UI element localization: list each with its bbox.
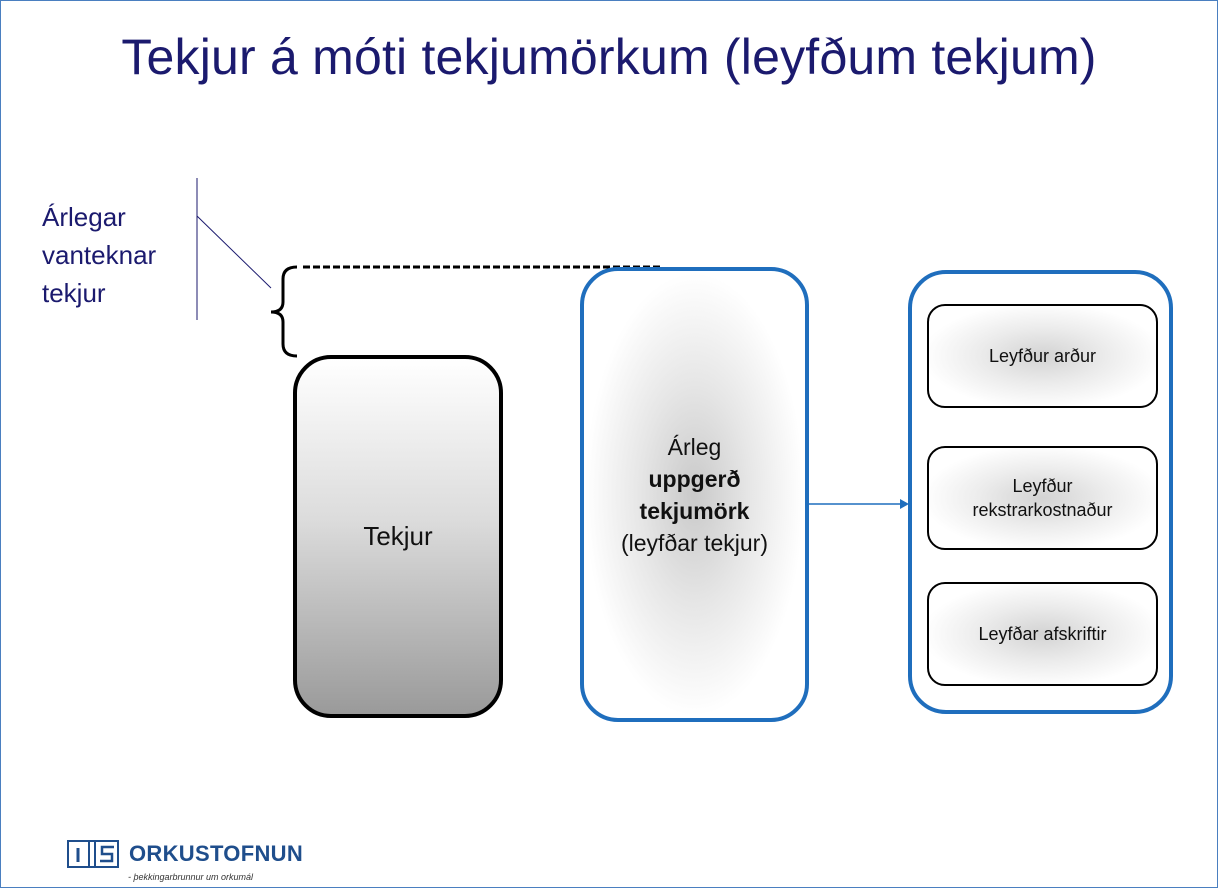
shortfall-brace	[270, 265, 298, 358]
orkustofnun-logo-icon	[67, 840, 119, 868]
allowed-depreciation-label: Leyfðar afskriftir	[978, 624, 1107, 644]
revenue-cap-line-3: tekjumörk	[639, 497, 750, 524]
annual-shortfall-line-1: Árlegar	[42, 202, 126, 232]
label-pointer-line	[196, 215, 272, 289]
allowed-return-label: Leyfður arður	[988, 346, 1097, 366]
arrow-head-icon	[900, 499, 909, 509]
logo-tagline: - þekkingarbrunnur um orkumál	[128, 872, 254, 882]
revenue-box: Tekjur	[293, 355, 503, 718]
annual-revenue-cap-box: Árleg uppgerð tekjumörk (leyfðar tekjur)	[580, 267, 809, 722]
revenue-cap-line-2: uppgerð	[648, 465, 741, 492]
allowed-operating-cost-box: Leyfður rekstrarkostnaður	[927, 446, 1158, 550]
annual-shortfall-line-3: tekjur	[42, 278, 106, 308]
revenue-cap-line-1: Árleg	[667, 433, 722, 460]
orkustofnun-logo-text: ORKUSTOFNUN	[129, 841, 304, 866]
allowed-operating-cost-line-1: Leyfður	[1012, 476, 1073, 496]
revenue-cap-line-4: (leyfðar tekjur)	[621, 529, 768, 556]
annual-shortfall-line-2: vanteknar	[42, 240, 157, 270]
orkustofnun-logo: ORKUSTOFNUN	[67, 840, 303, 868]
allowed-depreciation-box: Leyfðar afskriftir	[927, 582, 1158, 686]
slide-title: Tekjur á móti tekjumörkum (leyfðum tekju…	[121, 29, 1097, 85]
allowed-operating-cost-line-2: rekstrarkostnaður	[972, 500, 1113, 520]
allowed-return-box: Leyfður arður	[927, 304, 1158, 408]
revenue-box-label: Tekjur	[363, 521, 433, 551]
annual-shortfall-label: Árlegar vanteknar tekjur	[42, 198, 156, 312]
